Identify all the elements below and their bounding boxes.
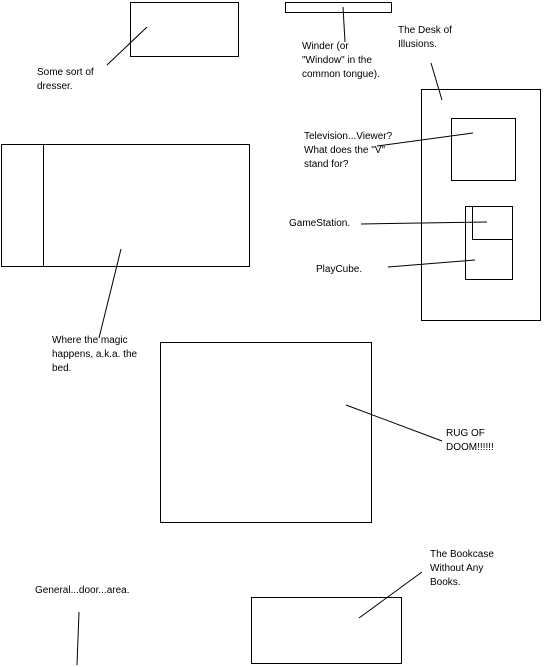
bookcase-shape xyxy=(251,597,402,664)
bed-label: Where the magic happens, a.k.a. the bed. xyxy=(52,335,138,374)
window-label: Winder (or "Window" in the common tongue… xyxy=(302,41,380,80)
bed-pointer xyxy=(98,248,122,339)
bookcase-pointer xyxy=(358,571,423,619)
desk-pointer xyxy=(430,62,443,101)
playcube-shape xyxy=(465,206,513,280)
door-label: General...door...area. xyxy=(35,585,130,596)
door-pointer xyxy=(76,611,80,666)
bed-shape xyxy=(1,144,250,267)
window-shape xyxy=(285,2,392,13)
dresser-shape xyxy=(130,2,239,57)
bookcase-label: The Bookcase Without Any Books. xyxy=(430,549,494,588)
dresser-label: Some sort of dresser. xyxy=(37,67,94,92)
gamestation-label: GameStation. xyxy=(289,218,351,229)
rug-shape xyxy=(160,342,372,523)
playcube-label: PlayCube. xyxy=(316,264,363,275)
desk-label: The Desk of Illusions. xyxy=(398,25,452,50)
gamestation-shape xyxy=(472,206,513,240)
rug-pointer xyxy=(345,404,443,442)
dresser-pointer xyxy=(106,26,148,66)
desk-shape xyxy=(421,89,541,321)
television-pointer xyxy=(376,132,474,147)
window-pointer xyxy=(342,6,346,43)
playcube-pointer xyxy=(387,259,476,268)
television-label: Television...Viewer? What does the "V" s… xyxy=(304,131,393,170)
gamestation-pointer xyxy=(360,221,488,225)
television-shape xyxy=(451,118,516,181)
rug-label: RUG OF DOOM!!!!!! xyxy=(446,428,494,453)
